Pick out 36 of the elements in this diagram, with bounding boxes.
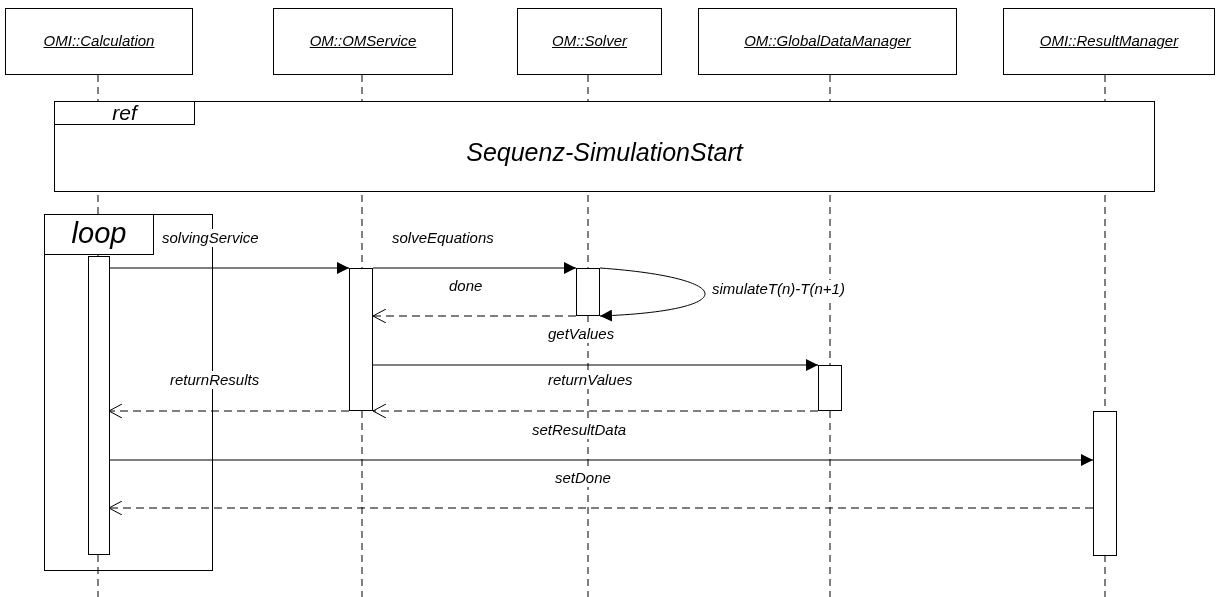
activation-bar <box>349 268 373 411</box>
activation-bar <box>1093 411 1117 556</box>
object-name: OMI::Calculation <box>43 31 155 52</box>
message-label: setResultData <box>530 421 629 439</box>
message-arrow <box>372 359 819 371</box>
lifeline-head <box>1003 8 1215 75</box>
message-arrow <box>108 454 1094 466</box>
message-label: solveEquations <box>390 229 496 247</box>
lifeline-head <box>698 8 957 75</box>
message-arrow <box>599 267 706 322</box>
message-arrow <box>108 403 350 419</box>
frame-tag: ref <box>55 102 195 125</box>
lifeline-head <box>5 8 193 75</box>
lifeline-head <box>517 8 662 75</box>
object-name: OM::GlobalDataManager <box>744 31 911 52</box>
message-label: solvingService <box>160 229 261 247</box>
object-name: OM::OMService <box>309 31 417 52</box>
message-label: setDone <box>553 469 613 487</box>
ref-name: Sequenz-SimulationStart <box>465 137 745 168</box>
message-arrow <box>108 500 1094 516</box>
object-name: OMI::ResultManager <box>1039 31 1179 52</box>
message-label: getValues <box>546 325 617 343</box>
message-label: simulateT(n)-T(n+1) <box>710 280 847 298</box>
message-arrow <box>108 262 350 274</box>
message-arrow <box>372 308 577 324</box>
frame-tag: loop <box>45 215 154 255</box>
activation-bar <box>576 268 600 316</box>
message-arrow <box>372 262 577 274</box>
activation-bar <box>818 365 842 411</box>
message-label: returnValues <box>546 371 635 389</box>
activation-bar <box>88 256 110 555</box>
lifeline-head <box>273 8 453 75</box>
ref-frame <box>54 101 1155 192</box>
message-arrow <box>372 403 819 419</box>
message-label: returnResults <box>168 371 262 389</box>
object-name: OM::Solver <box>552 31 627 52</box>
